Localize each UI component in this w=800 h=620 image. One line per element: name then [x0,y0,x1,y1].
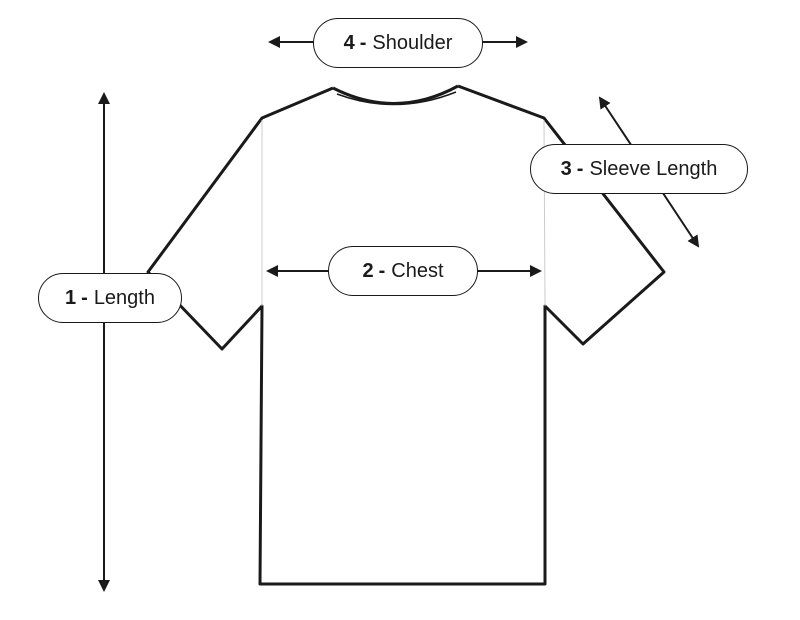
sleeve-length-label-text: Sleeve Length [589,157,718,180]
sleeve-length-label-number: 3 [560,157,572,180]
tshirt-collar-outer [332,84,459,105]
length-label-text: Length [93,286,155,309]
length-label: 1-Length [38,273,182,323]
chest-label: 2-Chest [328,246,478,296]
chest-label-text: Chest [391,259,444,282]
chest-label-number: 2 [362,259,374,282]
chest-label-separator: - [378,259,386,282]
tshirt-collar-inner [336,91,457,106]
shoulder-label: 4-Shoulder [313,18,483,68]
shoulder-label-number: 4 [343,31,355,54]
shoulder-label-separator: - [359,31,367,54]
shoulder-label-text: Shoulder [372,31,453,54]
sleeve-length-label: 3-Sleeve Length [530,144,748,194]
length-label-separator: - [81,286,88,309]
sleeve-length-label-separator: - [576,157,584,180]
length-label-number: 1 [65,286,77,309]
